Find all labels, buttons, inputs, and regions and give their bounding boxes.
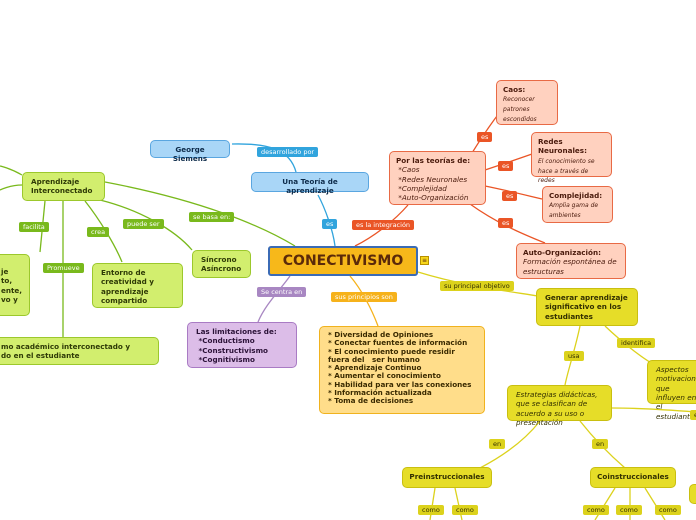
label-como-1: como — [418, 505, 444, 515]
node-modelo-academico[interactable]: mo académico interconectado y do en el e… — [0, 337, 159, 365]
node-teorias[interactable]: Por las teorías de: *Caos *Redes Neurona… — [389, 151, 486, 205]
label-se-basa-en: se basa en: — [189, 212, 235, 222]
node-preinstruccionales[interactable]: Preinstruccionales — [402, 467, 492, 488]
node-title: Auto-Organización: — [523, 248, 601, 257]
node-desc: Formación espontánea de estructuras — [523, 257, 617, 276]
node-text: Aspectos motivacionales que influyen en … — [656, 365, 696, 421]
notes-icon[interactable]: ≡ — [420, 256, 429, 265]
node-text: Generar aprendizaje significativo en los… — [545, 293, 628, 321]
label-crea: crea — [87, 227, 110, 237]
label-es: es — [322, 219, 338, 229]
label-es-la-integracion: es la integración — [352, 220, 415, 230]
label-en-1: en — [489, 439, 506, 449]
node-teoria-aprendizaje[interactable]: Una Teoría de aprendizaje — [251, 172, 369, 196]
node-text: Preinstruccionales — [409, 472, 485, 481]
label-puede-ser: puede ser — [123, 219, 164, 229]
label-como-3: como — [583, 505, 609, 515]
node-text: Entorno de creatividad y aprendizaje com… — [101, 268, 154, 306]
node-text: Coinstruccionales — [597, 472, 669, 481]
label-como-5: como — [655, 505, 681, 515]
node-left-cut[interactable]: je to, ente, vo y — [0, 254, 30, 316]
node-limitaciones[interactable]: Las limitaciones de: *Conductismo *Const… — [187, 322, 297, 368]
node-george-siemens[interactable]: George Siemens — [150, 140, 230, 163]
label-en-2: en — [592, 439, 609, 449]
node-list: *Caos *Redes Neuronales *Complejidad *Au… — [398, 165, 469, 203]
node-text: Una Teoría de aprendizaje — [282, 177, 338, 196]
node-title: Por las teorías de: — [396, 156, 471, 165]
label-e-cut: e — [690, 410, 696, 420]
label-desarrollado-por: desarrollado por — [257, 147, 319, 157]
node-text: Aprendizaje Interconectado — [31, 177, 93, 196]
label-es-auto: es — [498, 218, 514, 228]
node-text: Estrategias didácticas, que se clasifica… — [516, 390, 598, 428]
node-desc: Amplia gama de ambientes — [549, 202, 599, 220]
node-text: mo académico interconectado y do en el e… — [1, 342, 131, 361]
node-entorno[interactable]: Entorno de creatividad y aprendizaje com… — [92, 263, 183, 308]
node-principios[interactable]: * Diversidad de Opiniones * Conectar fue… — [319, 326, 485, 414]
node-title: Redes Neuronales: — [538, 137, 587, 156]
label-se-centra-en: Se centra en — [257, 287, 307, 297]
node-right-cut[interactable] — [689, 484, 696, 504]
label-es-caos: es — [477, 132, 493, 142]
label-sus-principios-son: sus principios son — [331, 292, 397, 302]
node-generar-aprendizaje[interactable]: Generar aprendizaje significativo en los… — [536, 288, 638, 326]
label-identifica: identifica — [617, 338, 656, 348]
node-redes-neuronales[interactable]: Redes Neuronales: El conocimiento se hac… — [531, 132, 612, 184]
node-text: Síncrono Asíncrono — [201, 255, 242, 274]
label-promueve: Promueve — [43, 263, 84, 273]
node-title: Complejidad: — [549, 191, 603, 200]
node-aspectos[interactable]: Aspectos motivacionales que influyen en … — [647, 360, 696, 421]
node-text: George Siemens — [172, 145, 208, 164]
central-topic[interactable]: CONECTIVISMO — [268, 246, 418, 276]
node-desc: El conocimiento se hace a través de rede… — [538, 157, 595, 185]
node-auto-organizacion[interactable]: Auto-Organización: Formación espontánea … — [516, 243, 626, 279]
node-text: * Diversidad de Opiniones * Conectar fue… — [328, 330, 472, 406]
node-complejidad[interactable]: Complejidad: Amplia gama de ambientes — [542, 186, 613, 223]
label-es-redes: es — [498, 161, 514, 171]
label-usa: usa — [564, 351, 584, 361]
node-sincrono-asincrono[interactable]: Síncrono Asíncrono — [192, 250, 251, 278]
node-estrategias[interactable]: Estrategias didácticas, que se clasifica… — [507, 385, 612, 427]
label-facilita: facilita — [19, 222, 49, 232]
node-caos[interactable]: Caos: Reconocer patrones escondidos — [496, 80, 558, 125]
node-text: Las limitaciones de: *Conductismo *Const… — [196, 327, 277, 365]
label-como-2: como — [452, 505, 478, 515]
label-es-complejidad: es — [502, 191, 518, 201]
node-title: Caos: — [503, 85, 526, 94]
node-desc: Reconocer patrones escondidos — [503, 96, 537, 123]
label-como-4: como — [616, 505, 642, 515]
node-coinstruccionales[interactable]: Coinstruccionales — [590, 467, 676, 488]
node-aprendizaje-interconectado[interactable]: Aprendizaje Interconectado — [22, 172, 105, 201]
node-text: je to, ente, vo y — [1, 267, 23, 305]
label-su-principal-objetivo: su principal objetivo — [440, 281, 514, 291]
